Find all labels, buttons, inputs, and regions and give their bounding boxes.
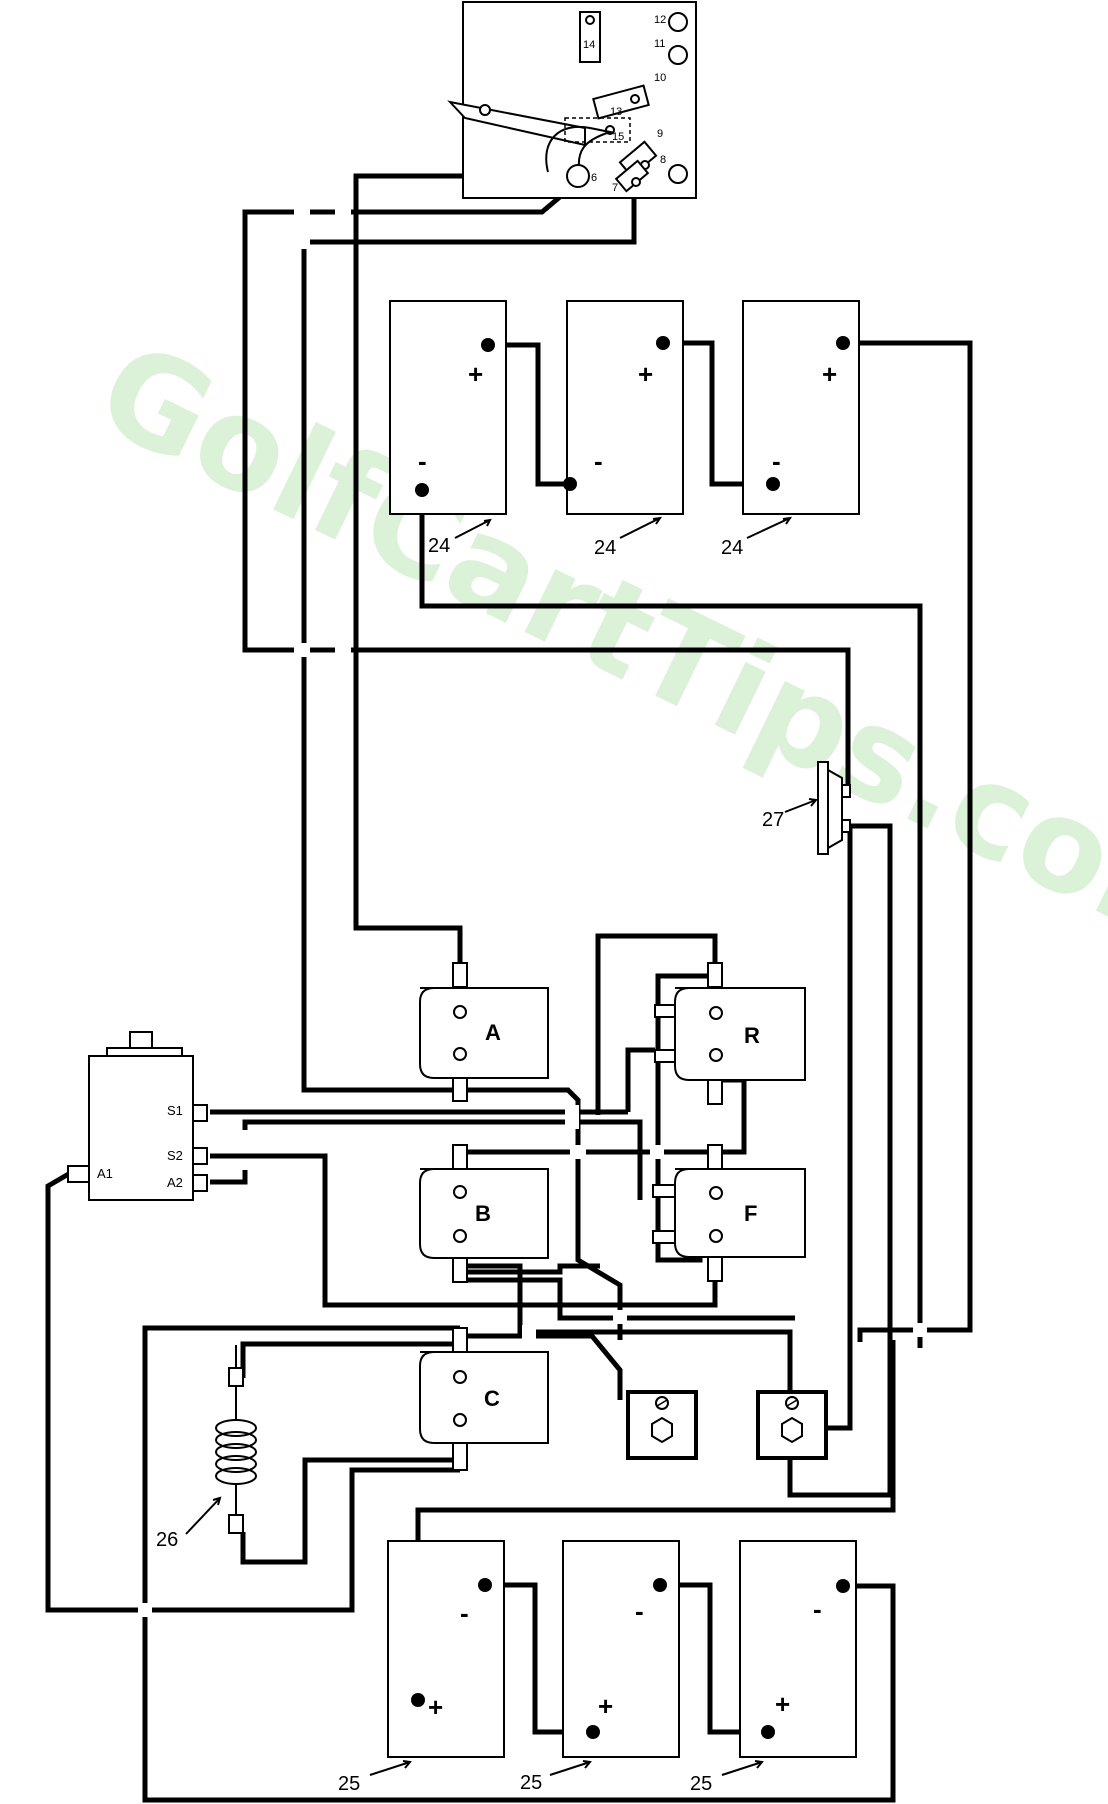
solenoid-a-label: A — [485, 1020, 501, 1045]
bottom-battery-1: - + — [387, 1540, 505, 1758]
motor-label-a2: A2 — [167, 1175, 183, 1190]
top-battery-1: + - — [389, 300, 507, 515]
motor: S1 S2 A2 A1 — [67, 1031, 208, 1201]
solenoid-r-label: R — [744, 1023, 760, 1048]
battery-positive-label: + — [468, 359, 483, 389]
battery-negative-label: - — [418, 446, 427, 476]
callout-25-a: 25 — [338, 1773, 360, 1795]
terminal-block-left — [626, 1390, 698, 1460]
top-battery-3: + - — [742, 300, 860, 515]
switch-label-6: 6 — [591, 172, 597, 184]
switch-terminal-12 — [668, 12, 688, 32]
callout-24-c: 24 — [721, 537, 743, 559]
switch-label-15: 15 — [612, 131, 624, 143]
battery-positive-label: + — [428, 1692, 443, 1722]
callout-26: 26 — [156, 1529, 178, 1551]
switch-label-8: 8 — [660, 154, 666, 166]
motor-terminal-s1 — [192, 1104, 208, 1122]
battery-negative-label: - — [594, 446, 603, 476]
bottom-battery-bank: - + - + - + 25 25 25 — [338, 1540, 857, 1795]
solenoid-b: B — [419, 1144, 549, 1283]
motor-label-s2: S2 — [167, 1148, 183, 1163]
callout-24-a: 24 — [428, 535, 450, 557]
switch-label-9: 9 — [657, 128, 663, 140]
motor-terminal-s2 — [192, 1147, 208, 1165]
switch-terminal-13-tab — [592, 84, 650, 120]
motor-terminal-a1 — [67, 1165, 90, 1183]
battery-negative-label: - — [635, 1596, 644, 1626]
switch-label-14: 14 — [583, 39, 595, 51]
motor-terminal-a2 — [192, 1174, 208, 1192]
switch-label-7: 7 — [612, 182, 618, 194]
switch-label-12: 12 — [654, 14, 666, 26]
switch-terminal-8-post — [668, 164, 688, 184]
top-battery-2: + - — [563, 300, 684, 515]
battery-positive-label: + — [822, 359, 837, 389]
callout-24-b: 24 — [594, 537, 616, 559]
motor-label-a1: A1 — [97, 1166, 113, 1181]
battery-negative-label: - — [772, 446, 781, 476]
solenoid-a: A — [419, 962, 549, 1102]
switch-terminal-6 — [566, 164, 590, 188]
callout-25-b: 25 — [520, 1772, 542, 1794]
battery-positive-label: + — [775, 1689, 790, 1719]
solenoid-b-label: B — [475, 1201, 491, 1226]
solenoid-r: R — [654, 962, 806, 1105]
switch-label-11: 11 — [654, 38, 665, 50]
solenoid-f: F — [652, 1144, 806, 1282]
switch-terminal-14-tab — [579, 11, 601, 63]
callout-25-c: 25 — [690, 1773, 712, 1795]
switch-terminal-11 — [668, 45, 688, 65]
battery-positive-label: + — [638, 359, 653, 389]
charger-receptacle: 27 — [762, 761, 851, 855]
solenoid-c: C — [419, 1327, 549, 1471]
bottom-battery-2: - + — [562, 1540, 680, 1758]
key-switch: 12 14 11 10 13 15 9 8 6 7 — [447, 1, 697, 199]
wire-crossovers — [138, 205, 927, 1617]
top-battery-bank: + - + - + - 24 24 24 — [389, 300, 860, 559]
battery-negative-label: - — [460, 1598, 469, 1628]
coil-26: 26 — [156, 1345, 257, 1551]
battery-positive-label: + — [598, 1691, 613, 1721]
switch-label-10: 10 — [654, 72, 666, 84]
solenoid-f-label: F — [744, 1201, 757, 1226]
callout-27: 27 — [762, 809, 784, 831]
terminal-block-right — [756, 1390, 828, 1460]
battery-negative-label: - — [813, 1594, 822, 1624]
solenoid-c-label: C — [484, 1386, 500, 1411]
motor-label-s1: S1 — [167, 1103, 183, 1118]
switch-label-13: 13 — [610, 106, 622, 118]
bottom-battery-3: - + — [739, 1540, 857, 1758]
